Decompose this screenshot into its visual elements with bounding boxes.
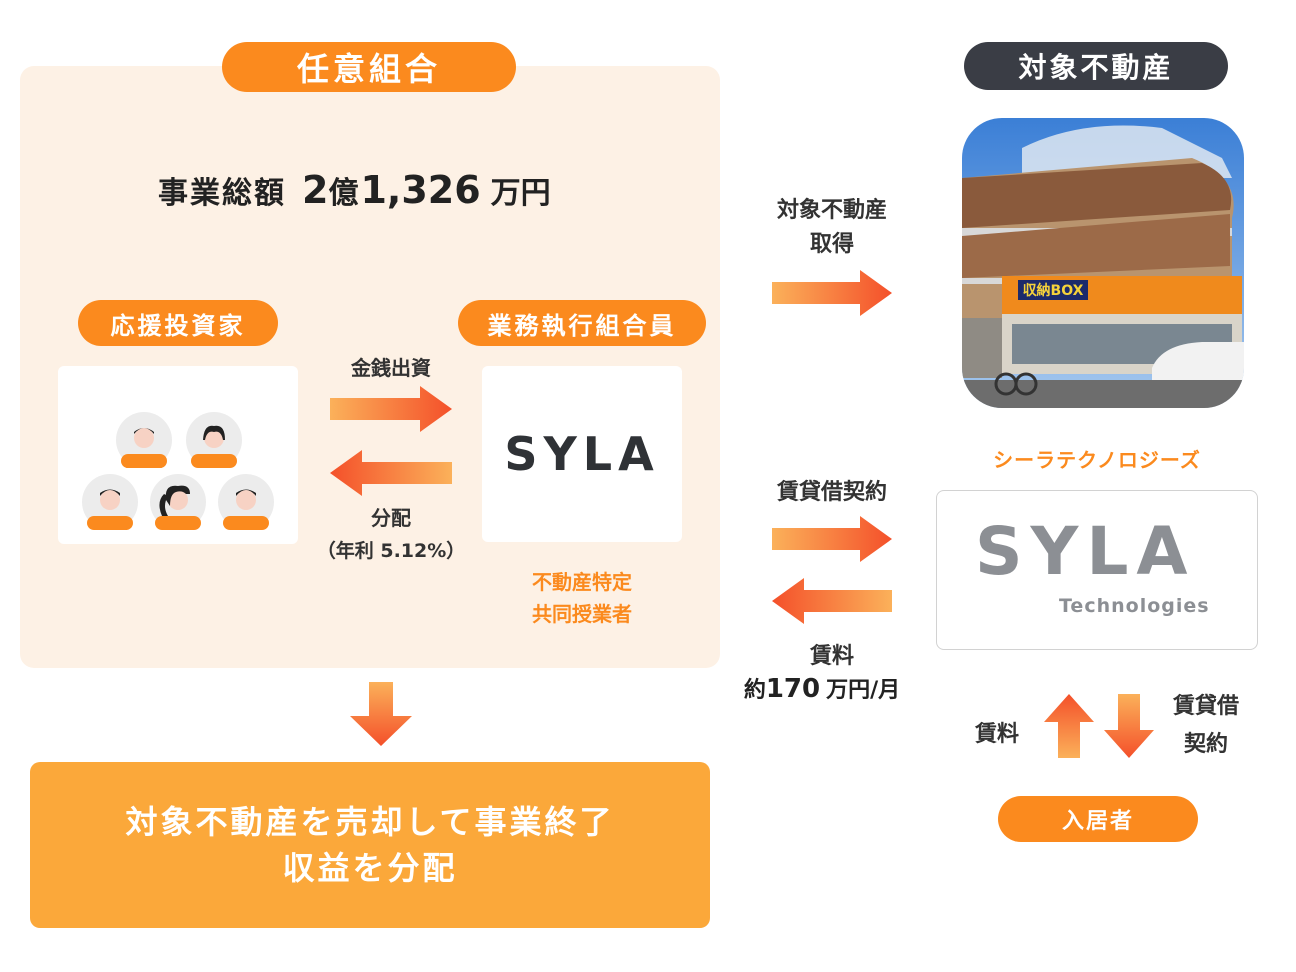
- lease-label: 賃貸借契約: [776, 480, 887, 505]
- person-icon: [82, 474, 138, 530]
- acquire-label-line2: 取得: [809, 232, 854, 257]
- investor-pill: 応援投資家: [78, 300, 278, 346]
- acquire-label: 対象不動産 取得: [752, 194, 912, 262]
- syla-tech-logo: SYLA: [975, 513, 1196, 590]
- up-arrow-icon: [1044, 694, 1094, 758]
- rent-arrow-icon: [772, 578, 892, 624]
- person-icon: [186, 412, 242, 468]
- invest-arrow-icon: [330, 386, 452, 432]
- syla-tech-sub: Technologies: [1059, 595, 1210, 617]
- rent-amount-num: 170: [765, 674, 821, 704]
- total-label: 事業総額: [158, 176, 286, 211]
- property-header-pill: 対象不動産: [964, 42, 1228, 90]
- total-unit2: 万円: [490, 176, 551, 211]
- invest-label: 金銭出資: [351, 356, 431, 380]
- syla-tech-card: SYLA Technologies: [936, 490, 1258, 650]
- person-icon: [218, 474, 274, 530]
- total-num1: 2: [302, 168, 329, 212]
- person-icon: [150, 474, 206, 530]
- tenant-lease-line1: 賃貸借: [1172, 694, 1239, 719]
- tenant-rent-label: 賃料: [974, 722, 1019, 747]
- lease-arrow-icon: [772, 516, 892, 562]
- total-amount: 事業総額 2 億 1,326 万円: [158, 168, 551, 212]
- sale-outcome-line2: 収益を分配: [282, 849, 458, 887]
- property-photo: 収納BOX: [962, 118, 1244, 408]
- tenant-pill: 入居者: [998, 796, 1198, 842]
- syla-card: SYLA: [482, 366, 682, 542]
- acquire-label-line1: 対象不動産: [776, 198, 887, 223]
- tenant-lease-label: 賃貸借 契約: [1156, 688, 1256, 764]
- investors-illustration: [82, 412, 274, 530]
- cooperative-header-pill: 任意組合: [222, 42, 516, 92]
- distribution-label: 分配: [371, 506, 411, 530]
- down-arrow-small-icon: [1104, 694, 1154, 758]
- distribution-arrow-icon: [330, 450, 452, 496]
- executor-role-line1: 不動産特定: [532, 570, 632, 594]
- acquire-arrow-icon: [772, 270, 892, 316]
- rent-amount-prefix: 約: [743, 678, 766, 703]
- distribution-rate: （年利 5.12%）: [316, 540, 466, 562]
- total-num2: 1,326: [360, 168, 481, 212]
- tenant-lease-line2: 契約: [1183, 732, 1228, 757]
- rent-label: 賃料: [809, 644, 854, 669]
- sign-text: 収納BOX: [1023, 282, 1084, 299]
- syla-logo: SYLA: [504, 427, 660, 481]
- rent-amount-unit: 万円/月: [826, 678, 901, 703]
- executor-role-line2: 共同授業者: [532, 602, 632, 626]
- person-icon: [116, 412, 172, 468]
- company-name: シーラテクノロジーズ: [993, 448, 1201, 472]
- sale-outcome-line1: 対象不動産を売却して事業終了: [125, 803, 615, 841]
- executor-role: 不動産特定 共同授業者: [482, 566, 682, 630]
- executor-pill: 業務執行組合員: [458, 300, 706, 346]
- down-arrow-icon: [350, 682, 412, 746]
- investors-card: [58, 366, 298, 544]
- sale-outcome-box: 対象不動産を売却して事業終了 収益を分配: [30, 762, 710, 928]
- total-unit1: 億: [328, 176, 359, 211]
